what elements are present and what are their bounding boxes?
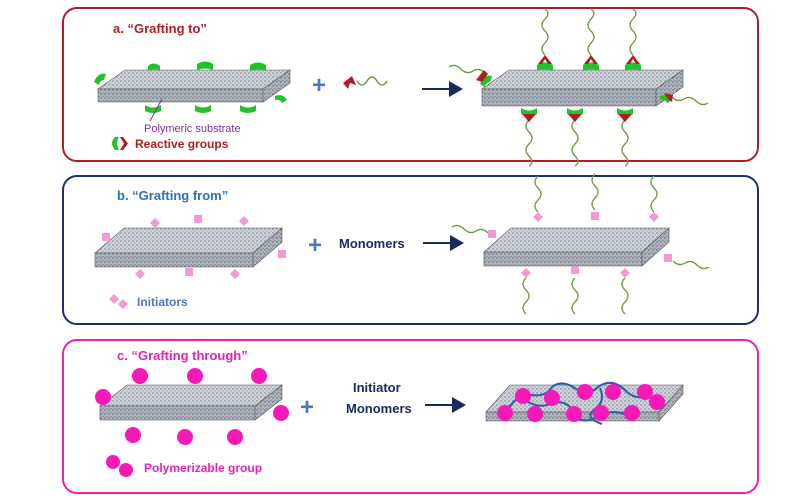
substrate-label: Polymeric substrate bbox=[144, 123, 241, 135]
substrate-c-left bbox=[99, 384, 283, 421]
initiators-b-left bbox=[102, 215, 286, 279]
substrate-a-right bbox=[481, 69, 684, 107]
reactive-chain-a bbox=[343, 76, 388, 89]
panel-c: c. “Grafting through” Polymerizable grou… bbox=[62, 339, 759, 494]
initiators-legend-icon bbox=[109, 294, 128, 309]
substrate-b-right bbox=[483, 227, 670, 267]
reactive-groups-label: Reactive groups bbox=[135, 137, 229, 151]
panel-c-title: c. “Grafting through” bbox=[117, 348, 248, 363]
reactive-groups-a bbox=[94, 61, 287, 113]
monomers-label-b: Monomers bbox=[339, 236, 405, 251]
panel-a-border bbox=[62, 7, 759, 162]
polymerizable-groups-c bbox=[95, 368, 289, 445]
initiators-label: Initiators bbox=[137, 295, 188, 309]
polymerizable-label: Polymerizable group bbox=[144, 461, 262, 475]
initiators-b-right bbox=[488, 212, 672, 278]
plus-b: + bbox=[308, 232, 322, 259]
panel-b-title: b. “Grafting from” bbox=[117, 188, 228, 203]
substrate-a-left bbox=[97, 69, 291, 103]
polymerizable-legend-icon bbox=[106, 455, 133, 477]
substrate-b-left bbox=[94, 227, 283, 268]
panel-c-border bbox=[62, 339, 759, 494]
monomers-label-c: Monomers bbox=[346, 401, 412, 416]
initiator-label-c: Initiator bbox=[353, 380, 401, 395]
plus-c: + bbox=[300, 394, 314, 421]
polymerized-groups-c bbox=[497, 384, 665, 422]
panel-a-title: a. “Grafting to” bbox=[113, 21, 207, 36]
panel-b-border bbox=[62, 175, 759, 325]
grown-chains-b bbox=[451, 173, 710, 315]
grafted-chains-a bbox=[448, 8, 709, 167]
reactive-groups-legend-icon bbox=[112, 137, 128, 150]
panel-b: b. “Grafting from” Initiators + Monomers bbox=[62, 173, 759, 325]
panel-a: a. “Grafting to” Polymeric substrate Rea… bbox=[62, 7, 759, 167]
substrate-callout-line bbox=[149, 98, 163, 122]
plus-a: + bbox=[312, 72, 326, 99]
reacted-groups-a bbox=[476, 55, 673, 122]
